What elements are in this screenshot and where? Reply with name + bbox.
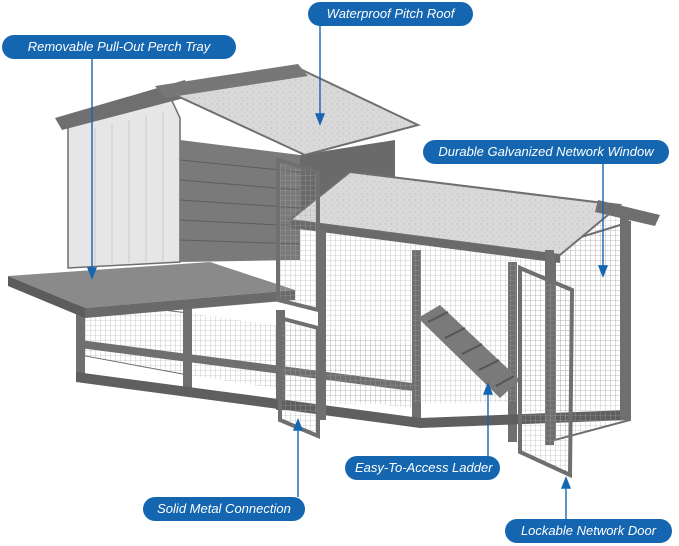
- post: [318, 230, 326, 420]
- ladder-rungs: [427, 311, 515, 387]
- lower-mesh-door: [278, 315, 320, 440]
- arrowhead: [482, 382, 494, 395]
- callout-galvanized-network-window: Durable Galvanized Network Window: [423, 140, 669, 164]
- arrowhead: [560, 476, 572, 489]
- run-roof-fascia: [290, 220, 560, 263]
- tray-edge: [8, 276, 85, 318]
- bottom-rail: [76, 372, 420, 428]
- house-front-wall: [180, 140, 300, 262]
- perch-tray: [8, 262, 295, 318]
- arrowhead: [292, 418, 304, 431]
- post: [620, 215, 629, 420]
- tray-front: [85, 290, 295, 318]
- callout-solid-metal-connection: Solid Metal Connection: [143, 497, 305, 521]
- roof-ridge: [155, 64, 308, 98]
- right-run: [287, 170, 660, 445]
- run-roof-trim: [595, 200, 660, 226]
- board-lines: [94, 112, 164, 265]
- run-network-door: [518, 264, 575, 479]
- roof-left-trim: [55, 80, 192, 130]
- tray-surface: [8, 262, 295, 308]
- post: [76, 290, 85, 380]
- post: [183, 300, 192, 392]
- callout-easy-access-ladder: Easy-To-Access Ladder: [345, 456, 500, 480]
- callout-removable-perch-tray: Removable Pull-Out Perch Tray: [2, 35, 236, 59]
- arrowhead: [597, 265, 609, 278]
- arrowhead: [314, 113, 326, 126]
- front-doors: [276, 157, 575, 479]
- run-roof: [287, 170, 623, 257]
- arrowhead: [86, 267, 98, 280]
- upper-mesh-door: [276, 157, 320, 313]
- callout-arrows: [86, 26, 609, 519]
- callout-lockable-network-door: Lockable Network Door: [505, 519, 672, 543]
- callout-waterproof-pitch-roof: Waterproof Pitch Roof: [308, 2, 473, 26]
